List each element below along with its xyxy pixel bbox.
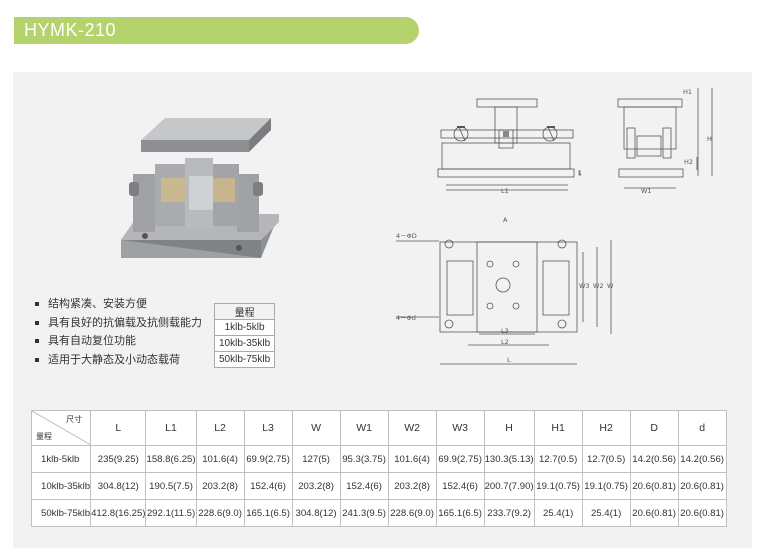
dim-label-w3: W3 <box>579 282 590 290</box>
table-cell: 235(9.25) <box>90 445 147 473</box>
column-header: W1 <box>339 410 389 446</box>
dim-label-h2: H2 <box>684 158 693 166</box>
table-cell: 203.2(8) <box>387 472 437 500</box>
table-cell: 20.6(0.81) <box>629 499 679 527</box>
row-label: 1klb-5klb <box>30 445 92 473</box>
table-row: 1klb-5klb 235(9.25) 158.8(6.25) 101.6(4)… <box>30 445 727 473</box>
row-label: 50klb-75klb <box>30 499 92 527</box>
feature-item: 具有良好的抗偏载及抗侧载能力 <box>35 314 202 333</box>
table-cell: 95.3(3.75) <box>339 445 389 473</box>
table-cell: 304.8(12) <box>291 499 341 527</box>
table-cell: 152.4(6) <box>243 472 293 500</box>
table-cell: 25.4(1) <box>533 499 583 527</box>
range-table: 量程 1klb-5klb 10klb-35klb 50klb-75klb <box>213 303 276 368</box>
product-panel: H1 H L H2 L1 W1 A 4－ΦD 4－Φd W3 W2 W L3 L… <box>13 72 752 548</box>
corner-label-range: 量程 <box>36 432 52 441</box>
front-view-hatch <box>457 126 555 137</box>
column-header: W2 <box>387 410 437 446</box>
table-cell: 130.3(5.13) <box>483 445 535 473</box>
dim-label-l-top: L <box>507 356 511 364</box>
dim-label-l3: L3 <box>501 327 509 335</box>
column-header: H2 <box>581 410 631 446</box>
side-view <box>617 88 713 189</box>
corner-label-size: 尺寸 <box>66 415 83 424</box>
table-cell: 127(5) <box>291 445 341 473</box>
table-cell: 165.1(6.5) <box>435 499 485 527</box>
dim-label-w: W <box>607 282 614 290</box>
feature-item: 适用于大静态及小动态载荷 <box>35 351 202 370</box>
table-cell: 69.9(2.75) <box>243 445 293 473</box>
dim-label-h: H <box>707 135 712 143</box>
table-cell: 20.6(0.81) <box>677 499 727 527</box>
row-label: 10klb-35klb <box>30 472 92 500</box>
view-label-a: A <box>503 216 508 224</box>
corner-diagonal <box>32 411 90 445</box>
table-cell: 12.7(0.5) <box>581 445 631 473</box>
table-row: 50klb-75klb 412.8(16.25) 292.1(11.5) 228… <box>30 499 727 527</box>
table-cell: 20.6(0.81) <box>629 472 679 500</box>
column-header: W3 <box>435 410 485 446</box>
column-header: d <box>677 410 727 446</box>
dim-label-hole-small: 4－Φd <box>396 314 416 322</box>
front-view <box>437 98 581 191</box>
spec-table: 尺寸 量程 L L1 L2 L3 W W1 W2 W3 H H1 H2 D d … <box>30 410 727 527</box>
table-cell: 228.6(9.0) <box>195 499 245 527</box>
table-cell: 200.7(7.90) <box>483 472 535 500</box>
table-cell: 158.8(6.25) <box>145 445 197 473</box>
table-cell: 25.4(1) <box>581 499 631 527</box>
dim-label-w2: W2 <box>593 282 604 290</box>
column-header: L1 <box>145 410 197 446</box>
product-photo <box>121 118 279 258</box>
table-cell: 203.2(8) <box>195 472 245 500</box>
table-cell: 203.2(8) <box>291 472 341 500</box>
table-cell: 69.9(2.75) <box>435 445 485 473</box>
table-cell: 12.7(0.5) <box>533 445 583 473</box>
column-header: H1 <box>533 410 583 446</box>
table-cell: 101.6(4) <box>195 445 245 473</box>
top-view <box>396 239 612 365</box>
product-title: HYMK-210 <box>24 20 117 40</box>
table-cell: 228.6(9.0) <box>387 499 437 527</box>
table-cell: 19.1(0.75) <box>581 472 631 500</box>
table-cell: 152.4(6) <box>435 472 485 500</box>
range-header: 量程 <box>213 303 276 320</box>
table-cell: 20.6(0.81) <box>677 472 727 500</box>
table-cell: 101.6(4) <box>387 445 437 473</box>
dim-label-hole-big: 4－ΦD <box>396 232 417 240</box>
column-header: H <box>483 410 535 446</box>
dim-label-w1: W1 <box>641 187 652 195</box>
dimension-drawings: H1 H L H2 L1 W1 A 4－ΦD 4－Φd W3 W2 W L3 L… <box>396 88 713 365</box>
column-header: W <box>291 410 341 446</box>
column-header: L <box>90 410 147 446</box>
feature-item: 结构紧凑、安装方便 <box>35 295 202 314</box>
table-cell: 14.2(0.56) <box>629 445 679 473</box>
table-cell: 152.4(6) <box>339 472 389 500</box>
dim-label-l2: L2 <box>501 338 509 346</box>
column-header: D <box>629 410 679 446</box>
feature-item: 具有自动复位功能 <box>35 332 202 351</box>
table-cell: 190.5(7.5) <box>145 472 197 500</box>
range-cell: 1klb-5klb <box>213 319 276 336</box>
title-banner: HYMK-210 <box>14 17 419 44</box>
table-cell: 412.8(16.25) <box>90 499 147 527</box>
table-cell: 165.1(6.5) <box>243 499 293 527</box>
range-cell: 10klb-35klb <box>213 335 276 352</box>
table-cell: 233.7(9.2) <box>483 499 535 527</box>
table-corner-cell: 尺寸 量程 <box>30 410 92 446</box>
dim-label-l1: L1 <box>501 187 509 195</box>
column-header: L2 <box>195 410 245 446</box>
range-cell: 50klb-75klb <box>213 351 276 368</box>
column-header: L3 <box>243 410 293 446</box>
table-row: 10klb-35klb 304.8(12) 190.5(7.5) 203.2(8… <box>30 472 727 500</box>
table-cell: 292.1(11.5) <box>145 499 197 527</box>
table-cell: 19.1(0.75) <box>533 472 583 500</box>
table-cell: 14.2(0.56) <box>677 445 727 473</box>
table-cell: 241.3(9.5) <box>339 499 389 527</box>
dim-label-h1: H1 <box>683 88 692 96</box>
dim-label-l-front: L <box>578 169 582 177</box>
table-cell: 304.8(12) <box>90 472 147 500</box>
feature-list: 结构紧凑、安装方便 具有良好的抗偏载及抗侧载能力 具有自动复位功能 适用于大静态… <box>35 295 202 369</box>
